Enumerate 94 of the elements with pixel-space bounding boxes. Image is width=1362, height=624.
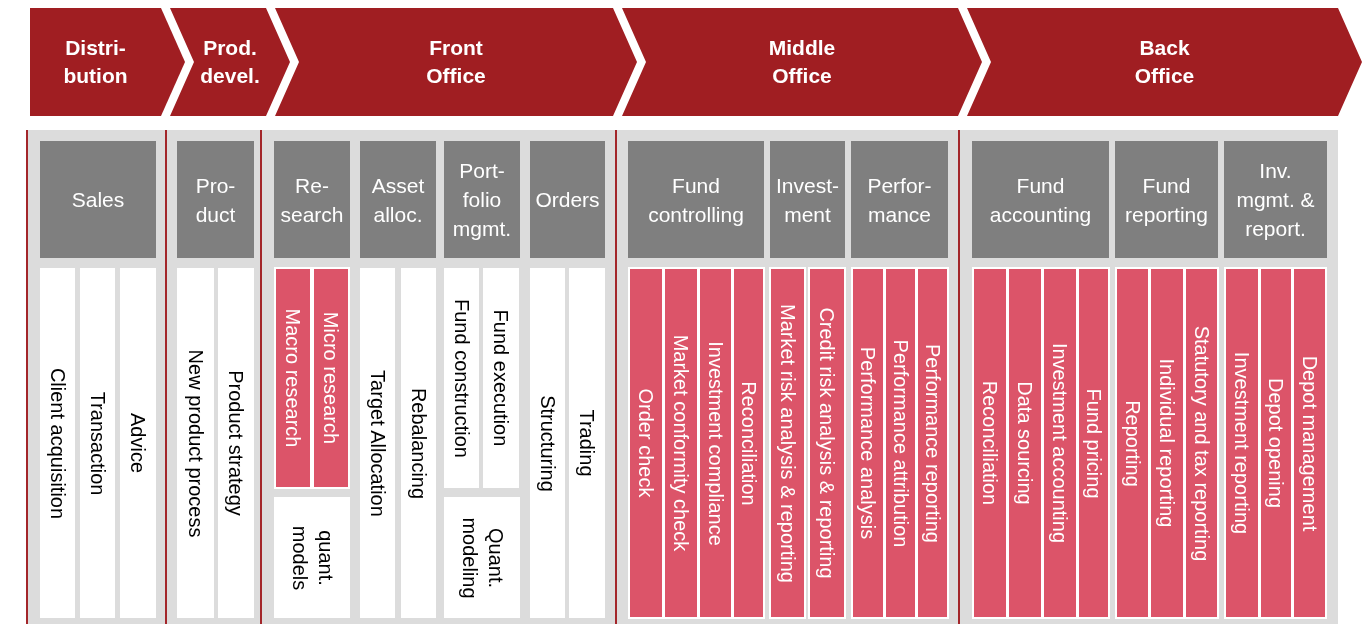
highlighted-activity-strip	[1293, 268, 1326, 618]
highlighted-activity-strip	[664, 268, 698, 618]
highlighted-activity-strip	[1260, 268, 1292, 618]
category-header: Asset alloc.	[360, 141, 436, 258]
category-header: Fund controlling	[628, 141, 764, 258]
activity-label: Individual reporting	[1155, 357, 1179, 530]
section-panel	[165, 130, 260, 624]
highlighted-activity-strip	[809, 268, 845, 618]
category-header: Invest- ment	[770, 141, 845, 258]
highlighted-activity-strip	[1116, 268, 1149, 618]
activity-strip	[80, 268, 115, 618]
phase-title: Distri- bution	[62, 35, 129, 89]
activity-label: quant. models	[287, 524, 337, 592]
highlighted-activity-strip	[1150, 268, 1184, 618]
category-header: Orders	[530, 141, 605, 258]
activity-strip	[274, 497, 350, 618]
highlighted-activity-strip	[1043, 268, 1077, 618]
highlighted-activity-strip	[699, 268, 732, 618]
activity-label: Investment compliance	[703, 339, 728, 548]
activity-label: Fund execution	[489, 308, 513, 449]
highlighted-activity-strip	[1225, 268, 1259, 618]
highlighted-activity-strip	[973, 268, 1007, 618]
activity-label: Depot management	[1297, 354, 1322, 534]
highlighted-activity-strip	[770, 268, 805, 618]
activity-label: Depot opening	[1264, 376, 1288, 511]
activity-label: Trading	[575, 408, 599, 479]
activity-strip	[40, 268, 75, 618]
activity-label: Rebalancing	[406, 386, 431, 501]
activity-label: Fund construction	[449, 297, 474, 460]
highlighted-activity-strip	[917, 268, 948, 618]
activity-label: Investment accounting	[1048, 341, 1072, 546]
highlighted-activity-strip	[852, 268, 884, 618]
activity-label: Product strategy	[224, 369, 248, 518]
activity-strip	[444, 497, 520, 618]
phase-title: Back Office	[1133, 35, 1196, 89]
activity-label: Market conformity check	[669, 333, 693, 554]
section-panel	[615, 130, 958, 624]
highlighted-activity-strip	[1078, 268, 1109, 618]
highlighted-activity-strip	[313, 268, 349, 488]
category-header: Fund reporting	[1115, 141, 1218, 258]
activity-strip	[120, 268, 156, 618]
activity-label: Order check	[634, 387, 658, 500]
activity-label: Structuring	[535, 393, 560, 494]
activity-label: Performance attribution	[888, 338, 913, 549]
activity-label: Statutory and tax reporting	[1189, 324, 1214, 563]
activity-label: Quant. modeling	[457, 515, 507, 601]
activity-label: Performance analysis	[856, 345, 880, 542]
category-header: Inv. mgmt. & report.	[1224, 141, 1327, 258]
phase-title: Prod. devel.	[199, 35, 261, 89]
activity-label: Reconciliation	[978, 379, 1002, 508]
activity-strip	[530, 268, 565, 618]
highlighted-activity-strip	[275, 268, 311, 488]
highlighted-activity-strip	[885, 268, 916, 618]
activity-label: Reporting	[1120, 398, 1145, 489]
category-header: Re- search	[274, 141, 350, 258]
activity-label: Credit risk analysis & reporting	[815, 306, 839, 581]
activity-label: Transaction	[85, 390, 110, 497]
activity-strip	[483, 268, 519, 488]
activity-label: Macro research	[281, 307, 305, 450]
stage-banner	[170, 8, 290, 116]
stage-banner	[622, 8, 982, 116]
activity-label: Client acquisition	[45, 366, 70, 521]
highlighted-activity-strip	[1008, 268, 1042, 618]
section-panel	[26, 130, 165, 624]
category-header: Perfor- mance	[851, 141, 948, 258]
activity-label: Target Allocation	[365, 368, 390, 519]
stage-banner	[30, 8, 185, 116]
activity-label: Fund pricing	[1081, 386, 1106, 501]
activity-label: Market risk analysis & reporting	[775, 302, 800, 585]
section-panel	[260, 130, 615, 624]
activity-strip	[401, 268, 436, 618]
activity-strip	[360, 268, 395, 618]
activity-label: Micro research	[319, 310, 343, 447]
activity-label: Performance reporting	[920, 342, 945, 545]
category-header: Pro- duct	[177, 141, 254, 258]
activity-strip	[177, 268, 214, 618]
highlighted-activity-strip	[1185, 268, 1218, 618]
highlighted-activity-strip	[629, 268, 663, 618]
activity-strip	[569, 268, 605, 618]
activity-strip	[444, 268, 479, 488]
category-header: Sales	[40, 141, 156, 258]
stage-banner	[967, 8, 1362, 116]
phase-title: Middle Office	[767, 35, 837, 89]
phase-title: Front Office	[425, 35, 487, 89]
activity-strip	[218, 268, 254, 618]
activity-label: Advice	[126, 412, 150, 475]
activity-label: Data sourcing	[1013, 380, 1037, 507]
category-header: Port- folio mgmt.	[444, 141, 520, 258]
activity-label: Investment reporting	[1230, 350, 1254, 537]
highlighted-activity-strip	[733, 268, 764, 618]
activity-label: Reconciliation	[736, 379, 761, 508]
activity-label: New product process	[183, 348, 208, 539]
section-panel	[958, 130, 1338, 624]
category-header: Fund accounting	[972, 141, 1109, 258]
